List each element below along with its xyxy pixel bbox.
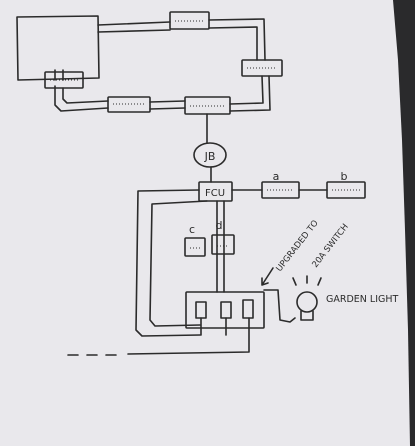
- ring-wire-right-inner: [229, 75, 264, 105]
- ring-socket-right: [241, 59, 283, 77]
- jb-label: JB: [204, 150, 216, 163]
- consumer-unit: [16, 15, 100, 81]
- ring-wire-top-inner: [97, 26, 258, 61]
- junction-box-symbol: [193, 142, 227, 168]
- switch-3: [242, 299, 254, 319]
- fcu-cable-outer: [135, 189, 201, 337]
- garden-light-rays: [292, 275, 322, 286]
- socket-b-box: [326, 181, 366, 199]
- switch-panel: [185, 291, 265, 329]
- socket-d-box: [211, 234, 235, 255]
- garden-light-base: [300, 310, 314, 321]
- socket-a-box: [261, 181, 300, 199]
- switch-feed-wire: [127, 317, 250, 355]
- socket-c-box: [184, 237, 206, 257]
- ring-wire-right-outer: [229, 75, 271, 112]
- socket-b-label: b: [341, 170, 348, 183]
- socket-a-label: a: [273, 170, 280, 183]
- garden-light-label: GARDEN LIGHT: [326, 294, 399, 305]
- annotation-arrow: [261, 267, 274, 286]
- ring-socket-bottom-left: [107, 96, 151, 113]
- garden-light-bulb: [296, 291, 318, 313]
- ring-socket-left: [44, 71, 84, 89]
- ring-socket-top: [169, 11, 210, 30]
- garden-light-wire: [263, 289, 296, 323]
- socket-d-label: d: [216, 219, 223, 232]
- ring-wire-top-outer: [97, 18, 266, 61]
- fcu-cable-inner: [149, 200, 208, 327]
- fcu-box: [198, 181, 233, 202]
- ring-wire-mid: [149, 100, 186, 110]
- socket-c-label: c: [189, 223, 195, 236]
- fcu-label: FCU: [205, 188, 225, 199]
